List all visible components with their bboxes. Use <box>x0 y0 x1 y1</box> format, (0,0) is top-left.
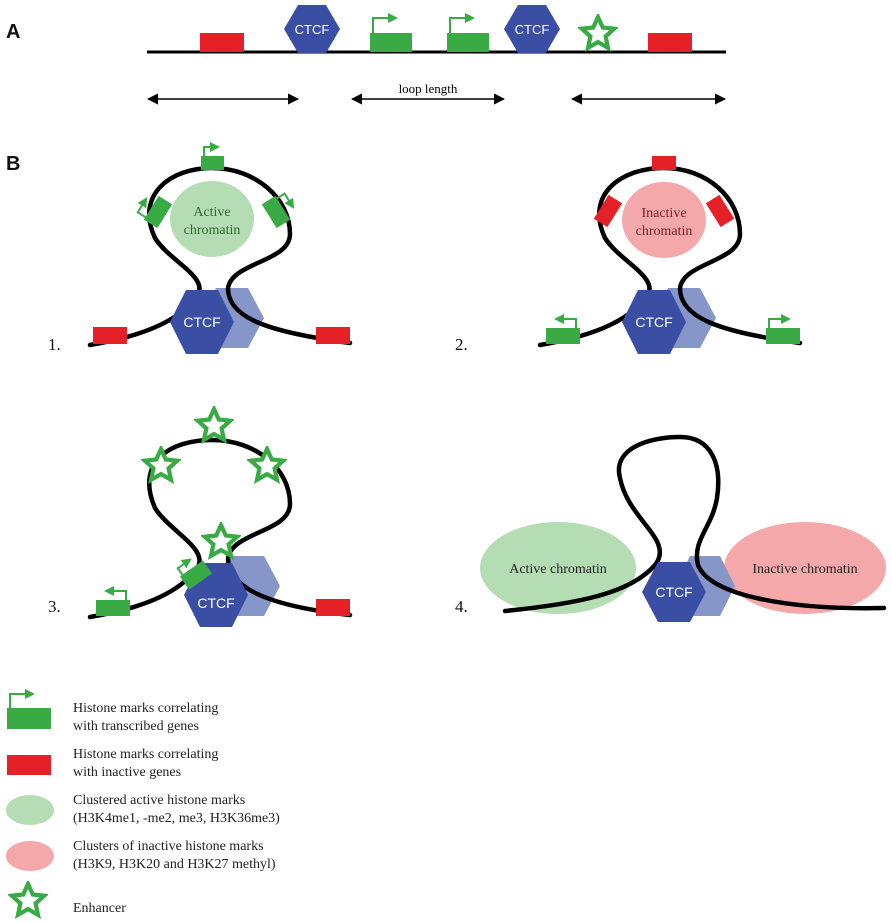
active-chromatin-label: chromatin <box>184 223 241 238</box>
inactive-mark <box>200 33 244 52</box>
legend: Histone marks correlating with transcrib… <box>6 689 280 916</box>
inactive-cluster-swatch <box>6 841 54 871</box>
inactive-mark <box>93 327 127 344</box>
scenario-number: 1. <box>48 335 61 354</box>
scenario-2-inactive-loop: Inactive chromatin CTCF 2. <box>455 156 803 354</box>
transcription-arrow-icon <box>9 689 35 708</box>
scenario-4-boundary: Active chromatin Inactive chromatin CTCF… <box>455 434 887 622</box>
active-mark-top <box>201 142 224 170</box>
enhancer-star-icon <box>198 409 230 440</box>
inactive-chromatin-label: chromatin <box>636 224 693 239</box>
active-mark-left <box>546 314 580 344</box>
active-mark-near-ctcf <box>176 558 213 590</box>
ctcf-label: CTCF <box>515 22 550 37</box>
ctcf-hexagon <box>170 290 234 354</box>
ctcf-label: CTCF <box>635 314 672 330</box>
active-chromatin-cluster <box>480 522 636 614</box>
scenario-3-enhancer-loop: CTCF 3. <box>48 409 353 627</box>
active-mark-right <box>766 314 800 344</box>
active-mark-with-arrow <box>370 13 412 52</box>
legend-item-transcribed: Histone marks correlating with transcrib… <box>7 689 218 734</box>
loop-length-label: loop length <box>399 81 458 96</box>
active-mark-right <box>261 192 295 229</box>
active-chromatin-cluster <box>170 181 254 257</box>
inactive-mark <box>316 599 350 616</box>
legend-text: Enhancer <box>73 901 126 916</box>
ctcf-label: CTCF <box>183 314 220 330</box>
ctcf-site-1: CTCF <box>284 5 340 53</box>
chromatin-loop <box>502 434 887 614</box>
inactive-chromatin-cluster <box>724 522 886 614</box>
active-chromatin-label: Active chromatin <box>509 562 607 577</box>
scenario-number: 4. <box>455 597 468 616</box>
ctcf-label: CTCF <box>655 584 692 600</box>
inactive-chromatin-cluster <box>622 182 706 258</box>
inactive-chromatin-label: Inactive <box>641 206 686 221</box>
ctcf-label: CTCF <box>295 22 330 37</box>
legend-text: Clusters of inactive histone marks <box>73 839 264 854</box>
ctcf-hexagon <box>622 290 686 354</box>
ctcf-label: CTCF <box>197 595 234 611</box>
inactive-mark <box>705 194 735 228</box>
active-mark-left <box>136 195 173 229</box>
active-mark-swatch <box>7 708 51 729</box>
ctcf-hexagon <box>642 562 706 622</box>
legend-item-enhancer: Enhancer <box>12 884 126 916</box>
legend-item-inactive-cluster: Clusters of inactive histone marks (H3K9… <box>6 839 276 872</box>
ctcf-site-2: CTCF <box>504 5 560 53</box>
legend-text: (H3K4me1, -me2, me3, H3K36me3) <box>73 811 280 826</box>
legend-text: Histone marks correlating <box>73 747 218 762</box>
enhancer-star-icon <box>251 449 283 480</box>
panel-label-b: B <box>6 153 20 175</box>
scenario-number: 3. <box>48 597 61 616</box>
active-mark-with-arrow <box>447 13 489 52</box>
legend-item-inactive: Histone marks correlating with inactive … <box>7 747 218 780</box>
active-chromatin-label: Active <box>193 205 230 220</box>
inactive-mark <box>648 33 692 52</box>
legend-text: Clustered active histone marks <box>73 793 245 808</box>
legend-item-active-cluster: Clustered active histone marks (H3K4me1,… <box>6 793 280 826</box>
inactive-mark <box>316 327 350 344</box>
legend-text: (H3K9, H3K20 and H3K27 methyl) <box>73 857 276 872</box>
active-mark-left <box>96 586 130 616</box>
panel-label-a: A <box>6 21 20 43</box>
enhancer-star-icon <box>12 884 44 915</box>
inactive-mark-swatch <box>7 755 51 775</box>
scenario-number: 2. <box>455 335 468 354</box>
scenario-1-active-loop: Active chromatin CTCF 1. <box>48 142 353 354</box>
inactive-mark <box>652 156 676 170</box>
legend-text: with transcribed genes <box>73 719 199 734</box>
inactive-mark <box>593 194 623 228</box>
transcription-arrow-icon <box>449 13 475 33</box>
legend-text: with inactive genes <box>73 765 181 780</box>
panel-a-linear-chromatin: CTCF CTCF loop length <box>146 5 727 105</box>
transcription-arrow-icon <box>372 13 398 33</box>
active-cluster-swatch <box>6 795 54 825</box>
enhancer-star-icon <box>582 17 614 48</box>
legend-text: Histone marks correlating <box>73 701 218 716</box>
inactive-chromatin-label: Inactive chromatin <box>752 562 857 577</box>
